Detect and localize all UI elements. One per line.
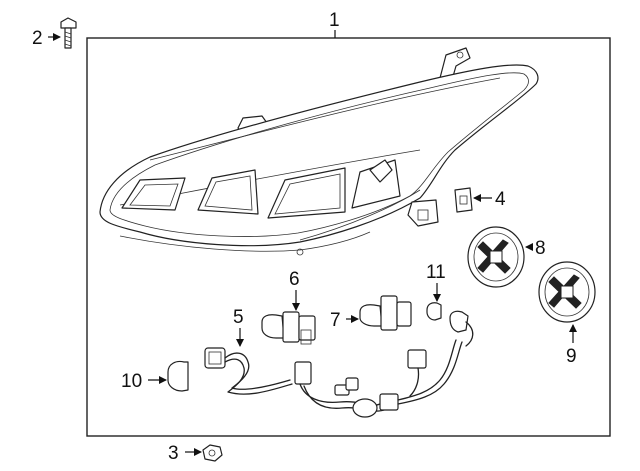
leader-lines [48,30,577,456]
callout-1: 1 [329,10,340,31]
callout-6: 6 [289,269,300,290]
callout-8: 8 [535,238,546,259]
nut-part [202,444,223,462]
callout-2: 2 [32,28,43,49]
clip-part [454,187,473,213]
callout-11: 11 [426,262,446,283]
callout-3: 3 [168,443,179,464]
wiring-harness [204,310,474,418]
bulb-part-11 [426,302,442,321]
assembly-frame [86,37,611,437]
bulb-part-7 [359,295,412,331]
bulb-part-10 [167,360,189,392]
cover-cap-part-2 [538,261,596,323]
callout-4: 4 [495,189,506,210]
bulb-part-6 [261,311,316,345]
callout-9: 9 [566,346,577,367]
bolt-part [60,17,77,49]
callout-10: 10 [121,371,142,392]
callout-5: 5 [233,307,244,328]
cover-cap-part [467,226,525,288]
headlamp-assembly [99,47,539,256]
callout-7: 7 [330,310,341,331]
